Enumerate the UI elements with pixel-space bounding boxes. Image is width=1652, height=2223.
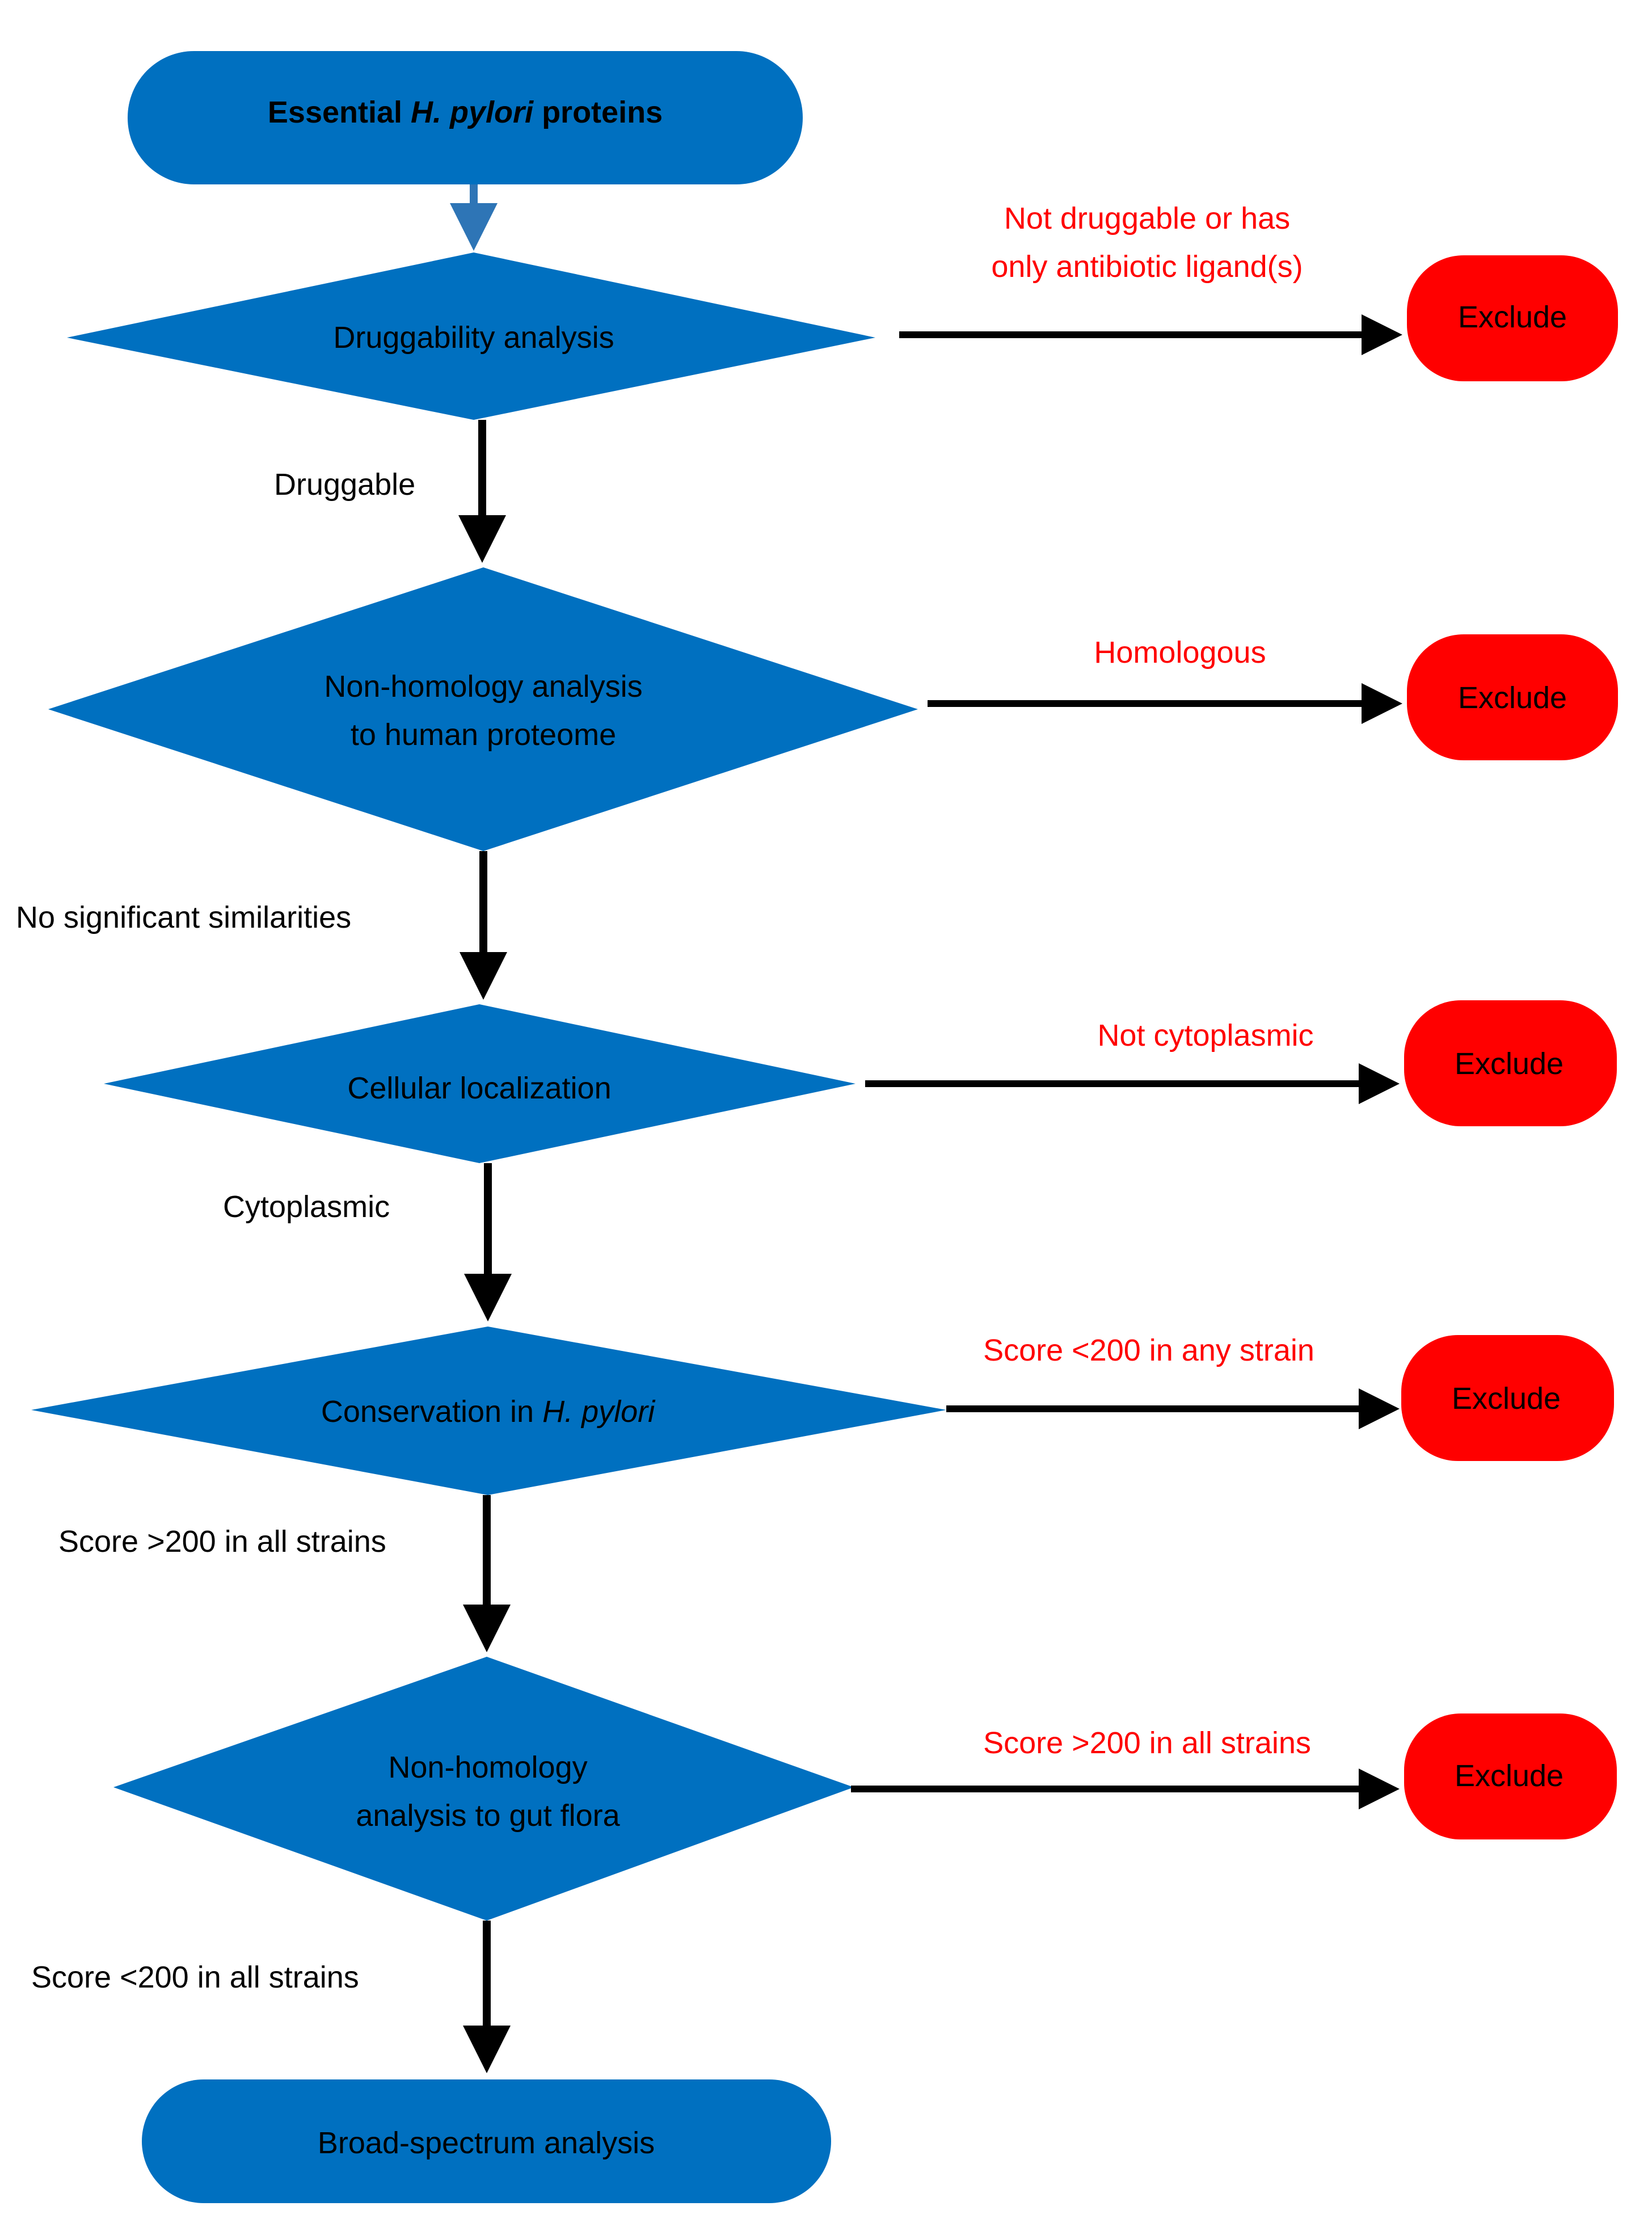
reject-label-not-druggable-2: only antibiotic ligand(s): [991, 250, 1303, 284]
reject-label-not-cytoplasmic: Not cytoplasmic: [1097, 1018, 1313, 1052]
exclude-label-5: Exclude: [1455, 1759, 1564, 1793]
decision-gut-flora: [113, 1657, 854, 1921]
decision-localization: [104, 1004, 856, 1163]
pass-label-druggable: Druggable: [274, 468, 415, 502]
pass-label-no-similarities: No significant similarities: [16, 900, 351, 934]
end-terminal-label: Broad-spectrum analysis: [318, 2126, 655, 2160]
decision-human-homology-label-2: to human proteome: [351, 718, 616, 752]
decision-human-homology-label: Non-homology analysis: [324, 670, 642, 704]
pass-label-score-gt: Score >200 in all strains: [58, 1525, 386, 1559]
decision-localization-label: Cellular localization: [347, 1071, 611, 1105]
exclude-label-2: Exclude: [1458, 681, 1567, 715]
exclude-label-3: Exclude: [1455, 1047, 1564, 1081]
pass-label-cytoplasmic: Cytoplasmic: [223, 1190, 390, 1224]
end-terminal: [142, 2079, 831, 2203]
decision-gut-flora-label: Non-homology: [388, 1750, 587, 1784]
reject-label-not-druggable: Not druggable or has: [1004, 201, 1290, 235]
decision-druggability: [67, 252, 875, 420]
exclude-label-4: Exclude: [1452, 1382, 1561, 1416]
decision-druggability-label: Druggability analysis: [333, 321, 614, 355]
exclude-box-5: [1404, 1713, 1617, 1839]
reject-label-score-gt-all: Score >200 in all strains: [983, 1726, 1311, 1760]
start-terminal-label: Essential H. pylori proteins: [268, 95, 663, 129]
decision-conservation-label: Conservation in H. pylori: [321, 1395, 656, 1429]
exclude-box-2: [1407, 634, 1618, 760]
exclude-box-1: [1407, 255, 1618, 381]
decision-human-homology: [48, 567, 918, 851]
exclude-box-4: [1401, 1335, 1614, 1461]
reject-label-homologous: Homologous: [1094, 635, 1266, 670]
decision-conservation: [31, 1327, 946, 1495]
exclude-label-1: Exclude: [1458, 300, 1567, 334]
start-terminal: [128, 51, 803, 184]
decision-gut-flora-label-2: analysis to gut flora: [356, 1799, 620, 1833]
exclude-box-3: [1404, 1000, 1617, 1126]
reject-label-score-lt-any: Score <200 in any strain: [983, 1333, 1314, 1367]
pass-label-score-lt: Score <200 in all strains: [31, 1960, 359, 1994]
